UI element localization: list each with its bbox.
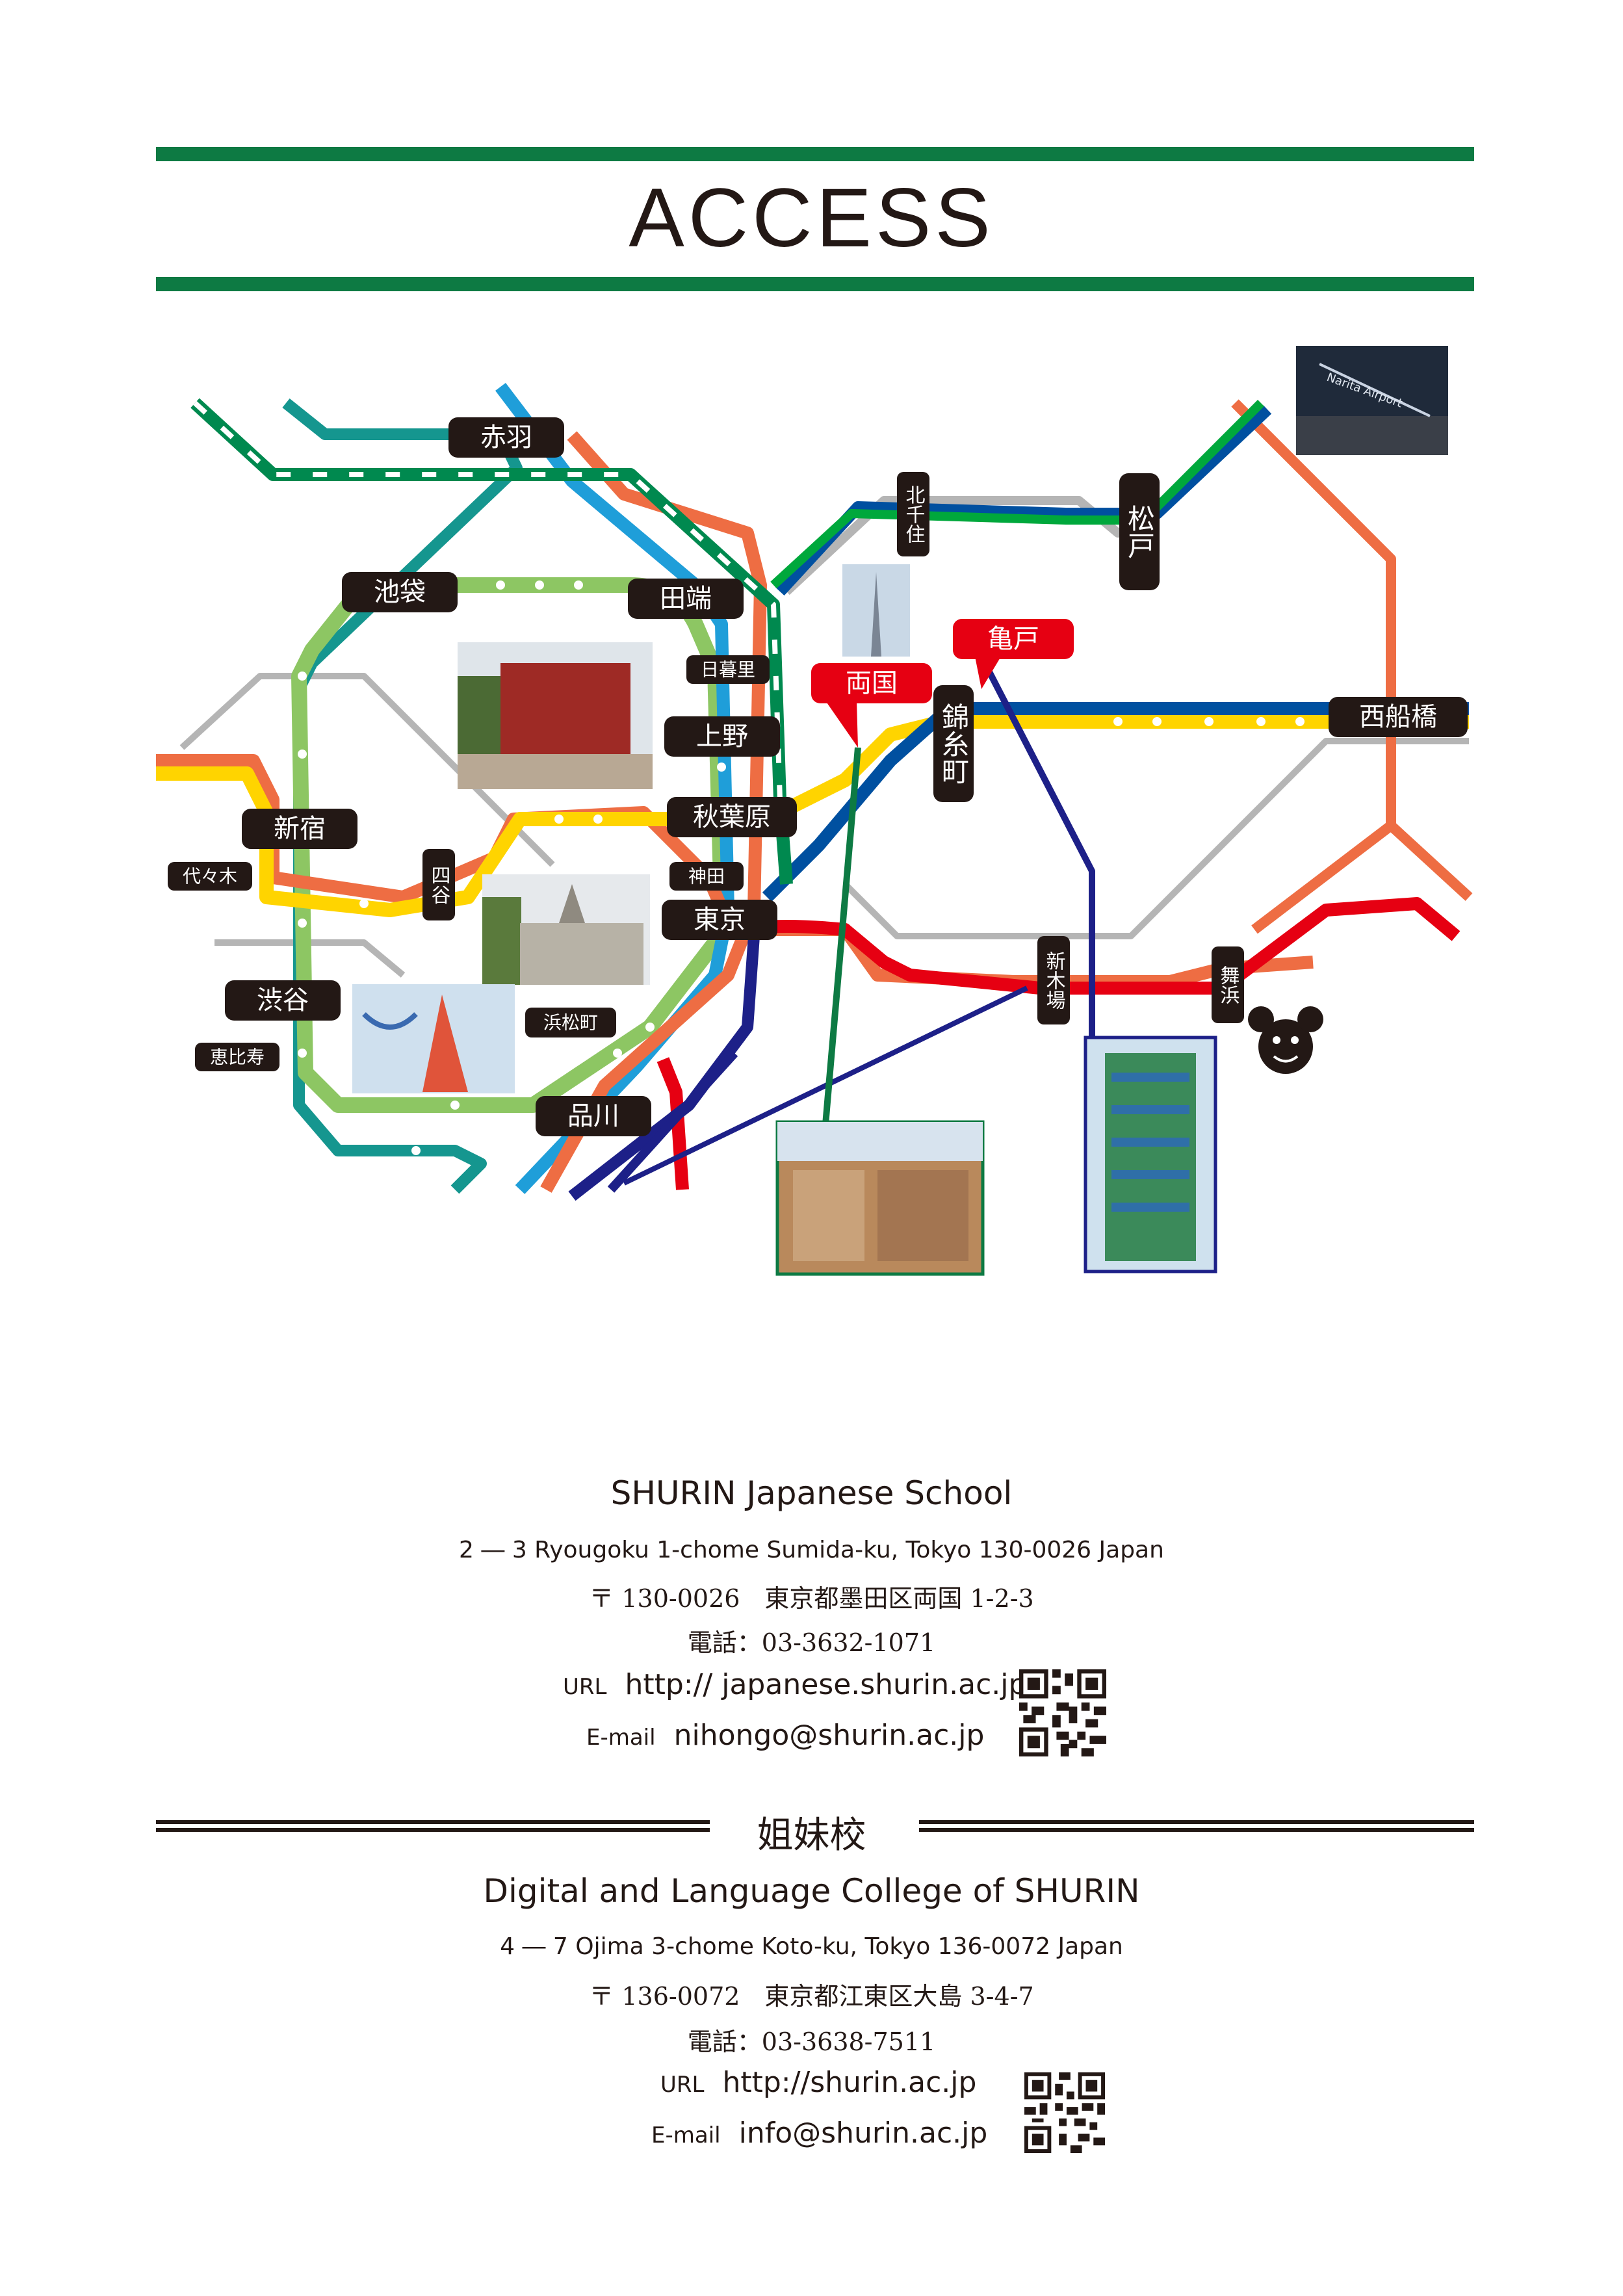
- photo-red-gate: [458, 642, 653, 789]
- station-ebisu: 恵比寿: [195, 1043, 279, 1071]
- sister-phone: 電話：03-3638-7511: [687, 2028, 936, 2056]
- svg-text:四谷: 四谷: [428, 865, 450, 904]
- svg-text:神田: 神田: [688, 866, 725, 887]
- navy-line-3: [623, 985, 1028, 1186]
- station-kanda: 神田: [669, 862, 744, 891]
- school-address-jp: 〒 130-0026 東京都墨田区両国 1-2-3: [589, 1584, 1034, 1613]
- sister-name: Digital and Language College of SHURIN: [483, 1872, 1140, 1910]
- svg-text:錦糸町: 錦糸町: [938, 703, 970, 785]
- photo-skytree: [842, 564, 910, 657]
- grey-line-west: [179, 673, 555, 867]
- navy-line-2: [607, 1050, 738, 1193]
- school-email-row: E-mail nihongo@shurin.ac.jp: [586, 1719, 984, 1752]
- sister-email-row: E-mail info@shurin.ac.jp: [651, 2117, 987, 2150]
- svg-text:亀戸: 亀戸: [987, 624, 1039, 654]
- school-email-link[interactable]: nihongo@shurin.ac.jp: [673, 1719, 985, 1752]
- svg-text:田端: 田端: [660, 584, 712, 614]
- school-url-row: URL http:// japanese.shurin.ac.jp: [563, 1668, 1026, 1701]
- station-tokyo: 東京: [662, 900, 777, 940]
- school-qr-code[interactable]: [1019, 1669, 1106, 1756]
- svg-text:赤羽: 赤羽: [480, 423, 532, 452]
- photo-school-ojima: [1084, 1036, 1217, 1273]
- svg-text:両国: 両国: [846, 668, 898, 698]
- station-kinshicho: 錦糸町: [933, 685, 974, 802]
- grey-line-south: [214, 939, 406, 978]
- mickey-silhouette: [1248, 1006, 1323, 1074]
- svg-text:上野: 上野: [696, 722, 748, 751]
- sister-address-jp: 〒 136-0072 東京都江東区大島 3-4-7: [589, 1982, 1034, 2011]
- school-url-link[interactable]: http:// japanese.shurin.ac.jp: [625, 1668, 1027, 1701]
- svg-text:松戸: 松戸: [1124, 504, 1156, 559]
- sister-email-label: E-mail: [651, 2122, 721, 2148]
- sister-address-en: 4 ― 7 Ojima 3-chome Koto-ku, Tokyo 136-0…: [500, 1933, 1123, 1960]
- svg-text:北千住: 北千住: [902, 485, 925, 543]
- svg-text:西船橋: 西船橋: [1359, 702, 1437, 732]
- photo-tokyo-tower: [352, 984, 515, 1093]
- station-akihabara: 秋葉原: [667, 797, 797, 837]
- station-tabata: 田端: [628, 579, 744, 619]
- station-shibuya: 渋谷: [225, 980, 341, 1021]
- station-shinjuku: 新宿: [242, 809, 357, 849]
- photo-diet-building: [482, 874, 650, 985]
- svg-text:日暮里: 日暮里: [701, 659, 755, 681]
- page-title: ACCESS: [629, 172, 994, 265]
- route-map: Narita Airport: [156, 346, 1473, 1276]
- station-kameido: 亀戸: [953, 619, 1074, 659]
- station-ueno: 上野: [664, 716, 780, 757]
- photo-narita-airport: Narita Airport: [1296, 346, 1448, 455]
- sister-url-label: URL: [660, 2072, 705, 2098]
- sister-url-link[interactable]: http://shurin.ac.jp: [722, 2066, 977, 2099]
- svg-text:池袋: 池袋: [374, 577, 426, 607]
- station-akabane: 赤羽: [448, 417, 564, 458]
- svg-text:渋谷: 渋谷: [257, 985, 309, 1015]
- grey-line-east: [842, 738, 1469, 939]
- svg-text:品川: 品川: [567, 1101, 619, 1131]
- school-url-label: URL: [563, 1674, 607, 1700]
- svg-text:浜松町: 浜松町: [543, 1012, 598, 1034]
- svg-text:東京: 東京: [694, 905, 746, 935]
- joban-green-line: [770, 400, 1264, 589]
- tozai-line: [762, 702, 1469, 902]
- musashino-line: [1231, 399, 1473, 901]
- title-rule: [156, 277, 1474, 291]
- top-rule: [156, 147, 1474, 161]
- sister-qr-code[interactable]: [1024, 2072, 1105, 2153]
- svg-text:恵比寿: 恵比寿: [210, 1047, 265, 1068]
- svg-text:代々木: 代々木: [183, 866, 237, 887]
- sister-heading: 姐妹校: [757, 1814, 866, 1857]
- station-dots: [298, 581, 1305, 1155]
- station-ryogoku: 両国: [811, 663, 932, 748]
- sister-divider-right: [919, 1820, 1474, 1832]
- svg-text:秋葉原: 秋葉原: [693, 802, 771, 832]
- station-yotsuya: 四谷: [422, 849, 455, 920]
- station-nippori: 日暮里: [686, 655, 770, 684]
- sister-url-row: URL http://shurin.ac.jp: [660, 2066, 976, 2099]
- station-kitasenju: 北千住: [897, 472, 929, 556]
- svg-text:舞浜: 舞浜: [1217, 965, 1240, 1004]
- station-nishifunabashi: 西船橋: [1329, 697, 1468, 737]
- svg-text:新宿: 新宿: [274, 814, 326, 844]
- photo-school-ryogoku: [775, 1120, 985, 1276]
- station-maihama: 舞浜: [1212, 946, 1244, 1023]
- sister-email-link[interactable]: info@shurin.ac.jp: [738, 2117, 988, 2150]
- station-matsudo: 松戸: [1119, 473, 1160, 590]
- svg-text:新木場: 新木場: [1043, 951, 1066, 1010]
- school-email-label: E-mail: [586, 1725, 656, 1751]
- sister-divider-left: [156, 1820, 710, 1832]
- school-name: SHURIN Japanese School: [610, 1474, 1013, 1512]
- station-hamamatsucho: 浜松町: [525, 1008, 616, 1037]
- ryogoku-pointer: [822, 747, 861, 1125]
- school-phone: 電話：03-3632-1071: [687, 1628, 936, 1657]
- school-address-en: 2 ― 3 Ryougoku 1-chome Sumida-ku, Tokyo …: [459, 1537, 1164, 1563]
- station-shinkiba: 新木場: [1037, 936, 1070, 1024]
- musashino-branch: [1251, 821, 1394, 934]
- station-yoyogi: 代々木: [168, 862, 252, 891]
- kameido-pointer: [978, 655, 1095, 1040]
- station-shinagawa: 品川: [536, 1096, 651, 1136]
- station-ikebukuro: 池袋: [342, 572, 458, 612]
